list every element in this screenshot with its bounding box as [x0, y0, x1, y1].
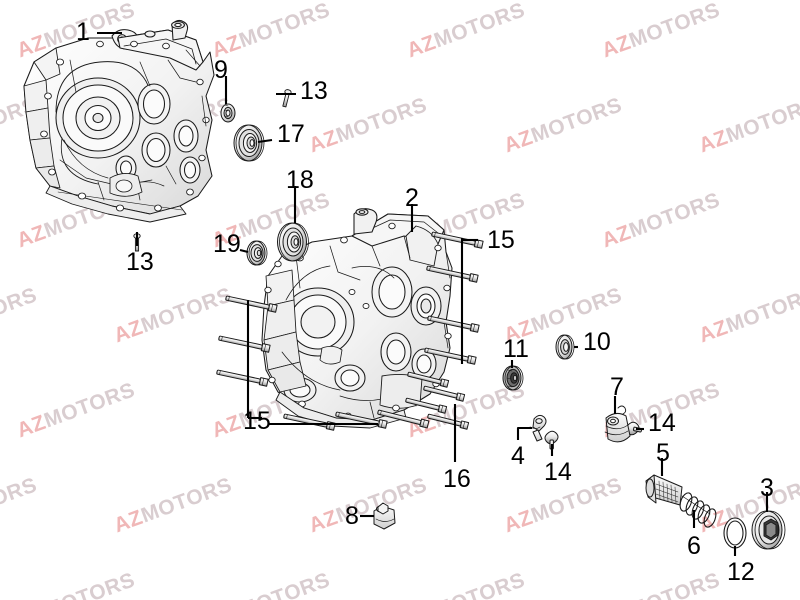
callout-ball-bearing-19[interactable]: 19 — [213, 230, 241, 258]
callout-washer-10[interactable]: 10 — [583, 328, 611, 356]
callout-oil-seal-small[interactable]: 9 — [214, 56, 228, 84]
callout-right-crankcase-half[interactable]: 2 — [405, 184, 419, 212]
callout-oil-pump-nozzle[interactable]: 7 — [610, 373, 624, 401]
callout-flange-bolt-16[interactable]: 16 — [443, 465, 471, 493]
callout-flange-bolt-15[interactable]: 15 — [243, 407, 271, 435]
callout-dowel-pin[interactable]: 13 — [126, 248, 154, 276]
callout-ball-bearing-18[interactable]: 18 — [286, 166, 314, 194]
callout-oil-jet-bracket[interactable]: 4 — [511, 442, 525, 470]
callout-left-crankcase-half[interactable]: 1 — [76, 18, 90, 46]
callout-oil-strainer[interactable]: 5 — [656, 439, 670, 467]
callout-oil-drain-plug[interactable]: 8 — [345, 502, 359, 530]
callout-oil-seal-11[interactable]: 11 — [503, 335, 529, 363]
callout-o-ring-12[interactable]: 12 — [727, 558, 755, 586]
callout-dowel-pin[interactable]: 13 — [300, 77, 328, 105]
callout-relief-valve-cap[interactable]: 3 — [760, 474, 774, 502]
callout-bolt-14[interactable]: 14 — [544, 458, 572, 486]
callout-bolt-14[interactable]: 14 — [648, 409, 676, 437]
callout-flange-bolt-15[interactable]: 15 — [487, 226, 515, 254]
callout-ball-bearing-17[interactable]: 17 — [277, 120, 305, 148]
callout-relief-valve-spring[interactable]: 6 — [687, 532, 701, 560]
